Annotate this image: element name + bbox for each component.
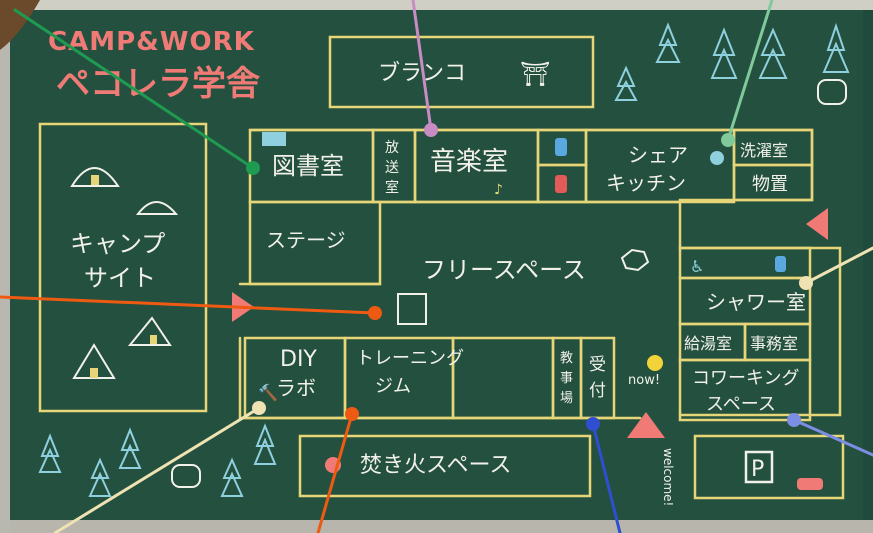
kitchen-pot-icon [710, 151, 724, 165]
pin-share-kitchen[interactable] [721, 133, 735, 147]
room-shower: シャワー室 [706, 290, 806, 314]
tent-icons [70, 167, 179, 379]
pin-shower-room[interactable] [799, 276, 813, 290]
building-outline [38, 35, 845, 500]
room-office: 事務室 [750, 334, 798, 353]
pin-training-gym[interactable] [345, 407, 359, 421]
room-share-kitchen-1: シェア [628, 143, 688, 167]
restroom-male-icon [555, 138, 567, 156]
room-teachers-3: 場 [560, 391, 573, 406]
bear-icon [171, 464, 201, 488]
hammer-icon: 🔨 [258, 383, 278, 402]
pin-reception[interactable] [586, 417, 600, 431]
accessible-restroom-icon: ♿ [690, 257, 704, 276]
pin-free-space[interactable] [368, 306, 382, 320]
doodle-welcome: welcome! [661, 448, 675, 506]
pin-coworking-space[interactable] [787, 413, 801, 427]
house-icon [397, 293, 427, 325]
car-icon [797, 478, 823, 490]
bear-icon [817, 79, 847, 105]
room-teachers-2: 事 [560, 371, 573, 386]
parking-label: P [751, 457, 764, 482]
room-coworking-2: スペース [706, 394, 776, 415]
room-broadcast-1: 放 [385, 140, 399, 156]
room-training-2: ジム [375, 376, 411, 397]
room-bonfire: 焚き火スペース [360, 453, 511, 478]
room-kyutou: 給湯室 [684, 334, 732, 353]
book-icon [262, 132, 286, 146]
entrance-arrow-east [806, 208, 828, 240]
doodle-now: now! [628, 373, 660, 388]
room-stage: ステージ [266, 228, 346, 252]
room-broadcast-3: 室 [385, 179, 399, 196]
hexagon-doodle [620, 248, 650, 272]
room-reception-2: 付 [589, 381, 606, 401]
pin-music-room[interactable] [424, 123, 438, 137]
swing-icon: ⛩ [520, 60, 550, 88]
tent-triangle-icon [627, 412, 665, 438]
room-music: 音楽室 [430, 147, 508, 177]
music-note-icon: ♪ [494, 182, 503, 198]
restroom-icon [775, 256, 786, 272]
pin-library[interactable] [246, 161, 260, 175]
room-camp-site-1: キャンプ [70, 230, 165, 258]
room-coworking-1: コワーキング [692, 368, 799, 389]
sun-icon [647, 355, 663, 371]
room-diy-2: ラボ [276, 376, 316, 400]
pin-diy-lab[interactable] [252, 401, 266, 415]
parking-sign [744, 450, 774, 484]
room-library: 図書室 [272, 152, 344, 180]
room-camp-site-2: サイト [84, 264, 156, 292]
restroom-female-icon [555, 175, 567, 193]
room-share-kitchen-2: キッチン [606, 171, 686, 195]
title-pecolera-gakusha: ペコレラ学舎 [56, 64, 260, 104]
room-free-space: フリースペース [422, 256, 586, 284]
room-broadcast-2: 送 [385, 160, 399, 176]
room-training-1: トレーニング [356, 348, 464, 369]
room-reception-1: 受 [589, 355, 606, 375]
tree-icons [38, 22, 850, 497]
room-diy-1: DIY [280, 347, 317, 372]
room-teachers-1: 教 [560, 350, 573, 366]
title-camp-and-work: CAMP&WORK [48, 27, 255, 57]
room-laundry: 洗濯室 [740, 141, 788, 160]
room-storage: 物置 [752, 174, 788, 195]
